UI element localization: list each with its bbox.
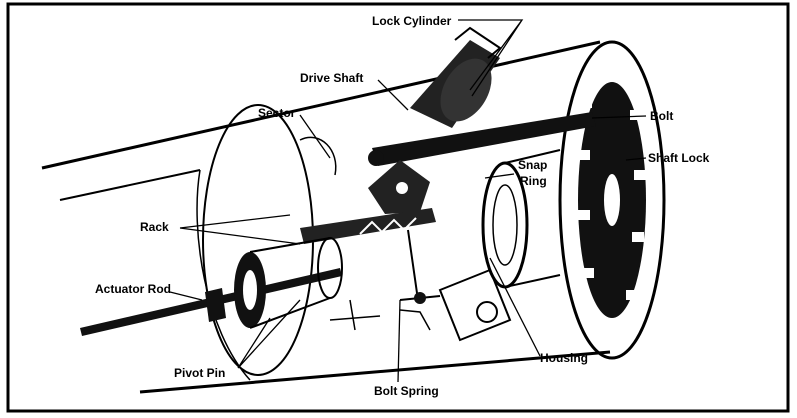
leader-rack xyxy=(179,214,301,245)
column-housing xyxy=(41,40,666,394)
actuator-rod xyxy=(80,237,343,336)
leader-snap-ring xyxy=(484,173,515,179)
label-sector: Sector xyxy=(258,106,296,120)
leader-lines xyxy=(169,19,647,383)
label-rack: Rack xyxy=(140,220,169,234)
leader-pivot-pin xyxy=(237,299,301,369)
bolt-bar xyxy=(368,112,596,166)
label-snap-ring-line1: Snap xyxy=(518,158,547,172)
labels: Lock Cylinder Drive Shaft Sector Bolt Sn… xyxy=(95,14,710,398)
label-bolt-spring: Bolt Spring xyxy=(374,384,439,398)
lower-bracket xyxy=(329,268,512,342)
diagram-frame xyxy=(6,2,790,413)
label-snap-ring-line2: Ring xyxy=(520,174,547,188)
leader-sector xyxy=(299,114,331,159)
leader-actuator-rod xyxy=(169,291,203,301)
leader-bolt xyxy=(591,115,647,119)
lock-cylinder-assembly xyxy=(410,26,502,128)
label-lock-cylinder: Lock Cylinder xyxy=(372,14,452,28)
label-actuator-rod: Actuator Rod xyxy=(95,282,171,296)
label-pivot-pin: Pivot Pin xyxy=(174,366,225,380)
sector-gear xyxy=(299,136,430,214)
label-drive-shaft: Drive Shaft xyxy=(300,71,363,85)
leader-housing xyxy=(489,257,541,357)
bolt-spring xyxy=(399,229,441,331)
label-housing: Housing xyxy=(540,351,588,365)
leader-lock-cylinder xyxy=(458,19,524,97)
shaft-lock-wheel xyxy=(578,82,646,318)
label-shaft-lock: Shaft Lock xyxy=(648,151,710,165)
rack xyxy=(300,208,436,244)
leader-drive-shaft xyxy=(377,79,409,111)
leader-bolt-spring xyxy=(397,299,401,383)
leader-shaft-lock xyxy=(625,157,647,161)
label-bolt: Bolt xyxy=(650,109,673,123)
